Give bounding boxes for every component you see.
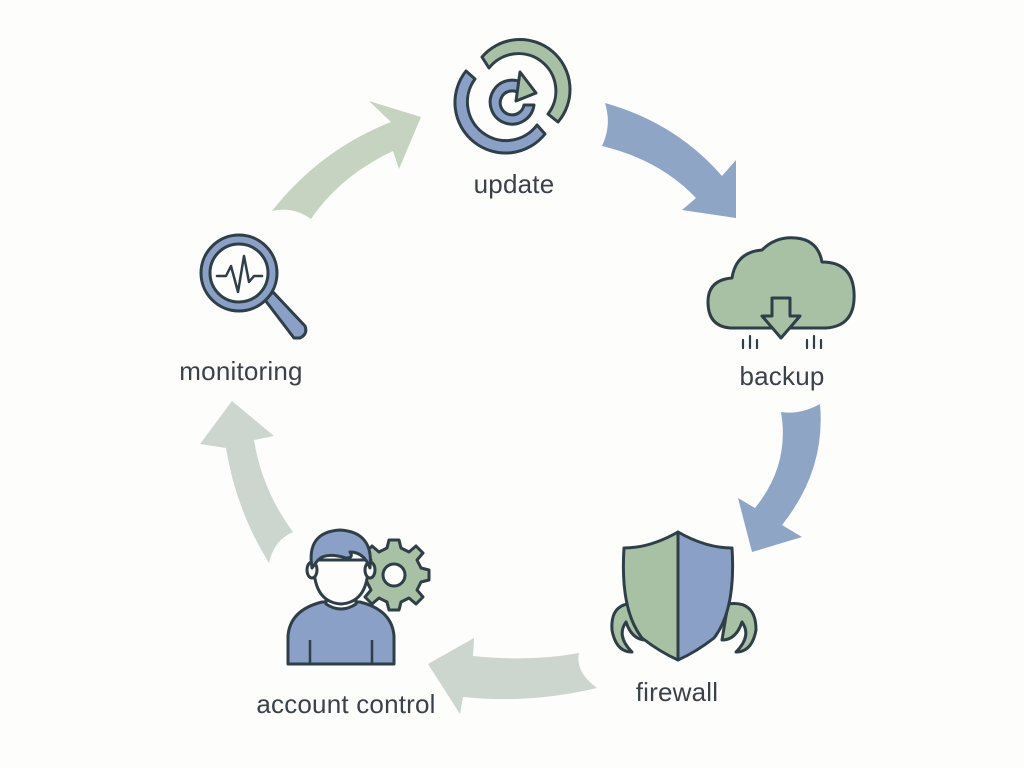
magnifier-pulse-icon	[199, 233, 308, 340]
node-label-update: update	[473, 169, 555, 199]
node-label-monitoring: monitoring	[179, 356, 303, 386]
node-label-backup: backup	[739, 361, 825, 391]
arrow-update-to-backup	[602, 103, 736, 218]
arrow-monitoring-to-update	[272, 101, 421, 219]
node-label-firewall: firewall	[635, 677, 719, 707]
arrow-firewall-to-account	[428, 638, 597, 714]
node-label-account-control: account control	[256, 689, 436, 719]
refresh-icon	[453, 38, 572, 155]
shield-flame-icon	[610, 530, 758, 662]
arrow-backup-to-firewall	[738, 404, 821, 552]
user-gear-icon	[286, 528, 431, 666]
cloud-download-icon	[706, 236, 856, 350]
arrow-account-to-monitoring	[200, 401, 293, 563]
